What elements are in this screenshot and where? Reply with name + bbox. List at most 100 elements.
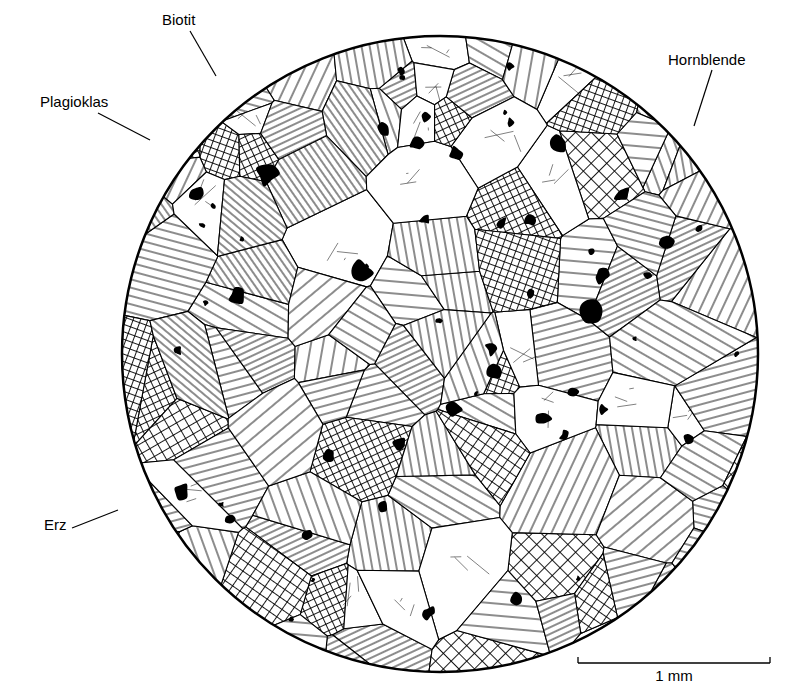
- mineral-grains: [117, 31, 763, 677]
- ore-grain: [211, 203, 216, 209]
- mineral-grain: [117, 161, 174, 254]
- ore-grain: [323, 449, 334, 462]
- grain-boundary: [394, 600, 404, 610]
- grain-boundary: [558, 77, 579, 95]
- leader-line: [98, 113, 150, 140]
- ore-grain: [365, 264, 369, 269]
- mineral-grain: [117, 545, 202, 677]
- grain-boundary: [425, 87, 441, 88]
- grain-boundary: [542, 180, 555, 182]
- grain-boundary: [491, 130, 505, 141]
- ore-grain: [199, 223, 205, 228]
- ore-grain: [410, 137, 425, 150]
- grain-boundary: [327, 243, 338, 261]
- grain-boundary: [406, 173, 408, 174]
- ore-grain: [449, 146, 463, 160]
- grain-boundary: [688, 412, 693, 419]
- grain-boundary: [450, 556, 461, 557]
- grain-boundary: [347, 583, 350, 607]
- ore-grain: [422, 112, 431, 123]
- ore-grain: [599, 404, 608, 415]
- ore-grain: [311, 578, 315, 582]
- mineral-grain: [357, 570, 439, 649]
- ore-grain: [419, 215, 429, 224]
- ore-grain: [614, 188, 629, 200]
- ore-grain: [256, 164, 280, 186]
- ore-grain: [550, 134, 566, 152]
- mineral-grain: [514, 385, 598, 453]
- ore-grain: [446, 402, 463, 417]
- grain-boundary: [455, 557, 468, 570]
- grain-boundary: [549, 164, 553, 175]
- mineral-grain: [217, 176, 287, 256]
- leader-line: [190, 31, 216, 76]
- ore-grain: [302, 530, 313, 540]
- ore-grain: [567, 388, 579, 397]
- grain-boundary: [569, 67, 577, 76]
- ore-grain: [203, 300, 209, 306]
- mineral-grain: [171, 526, 238, 642]
- grain-boundary: [467, 556, 489, 574]
- grain-boundary: [542, 398, 554, 402]
- ore-grain: [506, 62, 514, 70]
- ore-grain: [588, 248, 594, 255]
- grain-boundary: [400, 598, 402, 602]
- grain-boundary: [344, 258, 345, 260]
- grain-boundary: [343, 596, 351, 605]
- ore-grain: [289, 617, 294, 622]
- ore-grain: [643, 272, 652, 279]
- grain-boundary: [688, 409, 692, 412]
- mineral-grain: [329, 286, 396, 365]
- ore-grain: [527, 289, 534, 299]
- scale-bar: [578, 662, 770, 663]
- grain-boundary: [413, 111, 420, 123]
- ore-grain: [559, 430, 569, 440]
- mineral-grain: [603, 192, 676, 276]
- ore-grain: [229, 287, 244, 304]
- grain-boundary: [421, 47, 431, 48]
- mineral-grain: [631, 598, 763, 678]
- mineral-grain: [323, 635, 386, 677]
- ore-grain: [486, 364, 501, 379]
- mineral-grain: [132, 460, 242, 533]
- callout-label: Erz: [44, 517, 67, 534]
- ore-grain: [508, 117, 515, 127]
- scale-bar-tick: [769, 657, 770, 663]
- leader-line: [72, 510, 118, 528]
- ore-grain: [474, 391, 478, 396]
- ore-grain: [399, 75, 405, 80]
- grain-boundary: [400, 182, 416, 185]
- mineral-grain: [388, 216, 480, 276]
- grain-boundary: [410, 604, 414, 616]
- ore-grain: [398, 67, 405, 76]
- ore-grain: [351, 259, 373, 281]
- ore-grain: [174, 346, 181, 355]
- ore-grain: [576, 576, 580, 581]
- ore-grain: [225, 515, 236, 524]
- mineral-grain: [663, 107, 763, 191]
- grain-boundary: [446, 50, 449, 54]
- ore-grain: [695, 225, 702, 232]
- grain-boundary: [191, 483, 199, 486]
- ore-grain: [378, 501, 387, 512]
- ore-grain: [485, 343, 497, 356]
- mineral-grain: [610, 300, 757, 386]
- grain-boundary: [429, 83, 439, 93]
- ore-grain: [218, 502, 223, 507]
- scale-bar-tick: [577, 657, 578, 663]
- leader-lines: [72, 31, 770, 663]
- ore-grain: [392, 438, 405, 451]
- mineral-grain: [723, 428, 763, 515]
- ore-grain: [503, 110, 507, 115]
- grain-boundary: [234, 109, 255, 126]
- mineral-grain: [403, 310, 491, 379]
- ore-grain: [659, 236, 675, 249]
- grain-boundary: [580, 649, 586, 652]
- mineral-grain: [636, 31, 763, 132]
- grain-boundary: [186, 499, 196, 502]
- ore-grain: [189, 187, 204, 200]
- ore-grain: [596, 268, 610, 285]
- grain-boundary: [563, 73, 581, 76]
